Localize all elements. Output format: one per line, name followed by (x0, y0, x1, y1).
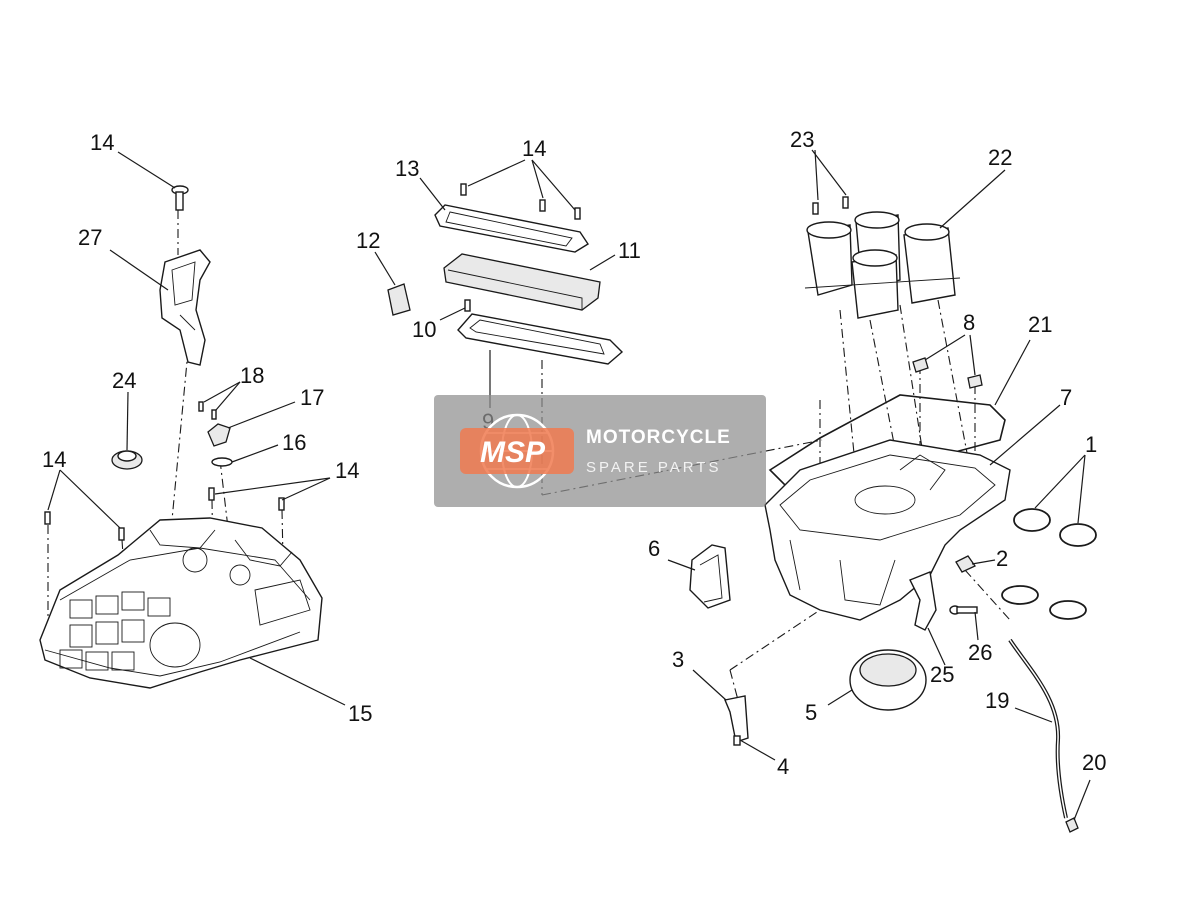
callout-6: 6 (648, 536, 660, 561)
callout-11: 11 (618, 238, 641, 263)
filter-element-11[interactable] (443, 253, 601, 311)
screw-14-d[interactable] (278, 497, 285, 511)
sensor-17[interactable] (207, 423, 231, 447)
duct-6[interactable] (689, 544, 731, 609)
callout-21: 21 (1028, 312, 1052, 337)
callout-14-top-left: 14 (90, 130, 114, 155)
pad-12[interactable] (387, 283, 411, 316)
callout-24: 24 (112, 368, 136, 393)
o-ring-1-a[interactable] (1013, 508, 1051, 532)
callout-10: 10 (412, 317, 436, 342)
o-ring-1-b[interactable] (1059, 523, 1097, 547)
screw-14-c[interactable] (208, 487, 215, 501)
watermark-line-2: SPARE PARTS (586, 459, 722, 476)
callout-27: 27 (78, 225, 102, 250)
callout-20: 20 (1082, 750, 1106, 775)
callout-25: 25 (930, 662, 954, 687)
screws-18[interactable] (198, 401, 217, 420)
bracket-25[interactable] (909, 571, 937, 631)
intake-trumpets-22[interactable] (804, 211, 961, 319)
callout-14-left: 14 (42, 447, 66, 472)
callout-4: 4 (777, 754, 789, 779)
callout-14-top-middle: 14 (522, 136, 546, 161)
callout-8: 8 (963, 310, 975, 335)
air-filter-group (374, 159, 823, 496)
gasket-16[interactable] (211, 457, 233, 467)
grommet-24[interactable] (111, 450, 143, 470)
filter-frame-13[interactable] (434, 204, 589, 253)
watermark-panel (434, 395, 766, 507)
clip-4[interactable] (733, 735, 741, 746)
screw-23-a[interactable] (812, 202, 819, 215)
callout-19: 19 (985, 688, 1009, 713)
watermark: MSP MOTORCYCLE SPARE PARTS (434, 395, 766, 507)
screw-23-b[interactable] (842, 196, 849, 209)
callout-1: 1 (1085, 432, 1097, 457)
intake-mouth-5[interactable] (849, 649, 927, 711)
clip-20[interactable] (1065, 817, 1079, 833)
clip-8-a[interactable] (912, 357, 929, 373)
bracket-3[interactable] (724, 695, 749, 743)
callout-2: 2 (996, 546, 1008, 571)
callout-14-right: 14 (335, 458, 359, 483)
airbox-7[interactable] (764, 439, 1011, 621)
screw-14-top[interactable] (171, 185, 189, 211)
o-ring-1-d[interactable] (1049, 600, 1087, 620)
callout-13: 13 (395, 156, 419, 181)
callout-7: 7 (1060, 385, 1072, 410)
screw-10[interactable] (464, 299, 471, 312)
clamp-2[interactable] (955, 555, 976, 573)
clip-8-b[interactable] (967, 374, 983, 389)
screw-14-e[interactable] (460, 183, 467, 196)
callout-22: 22 (988, 145, 1012, 170)
callout-23: 23 (790, 127, 814, 152)
msp-logo-badge (460, 428, 574, 474)
callout-15: 15 (348, 701, 372, 726)
screw-14-f[interactable] (539, 199, 546, 212)
callout-3: 3 (672, 647, 684, 672)
bolt-26[interactable] (949, 605, 978, 615)
msp-logo: MSP (480, 436, 546, 469)
screw-14-g[interactable] (574, 207, 581, 220)
filter-base-9[interactable] (457, 313, 624, 365)
airbox-group (667, 149, 1097, 833)
callout-16: 16 (282, 430, 306, 455)
screw-14-a[interactable] (44, 511, 51, 525)
o-ring-1-c[interactable] (1001, 585, 1039, 605)
watermark-line-1: MOTORCYCLE (586, 427, 731, 448)
callout-26: 26 (968, 640, 992, 665)
callout-18: 18 (240, 363, 264, 388)
screw-14-b[interactable] (118, 527, 125, 541)
callout-5: 5 (805, 700, 817, 725)
callout-12: 12 (356, 228, 380, 253)
callout-17: 17 (300, 385, 324, 410)
airbox-cover-group (39, 151, 346, 706)
bracket-part[interactable] (159, 249, 211, 366)
